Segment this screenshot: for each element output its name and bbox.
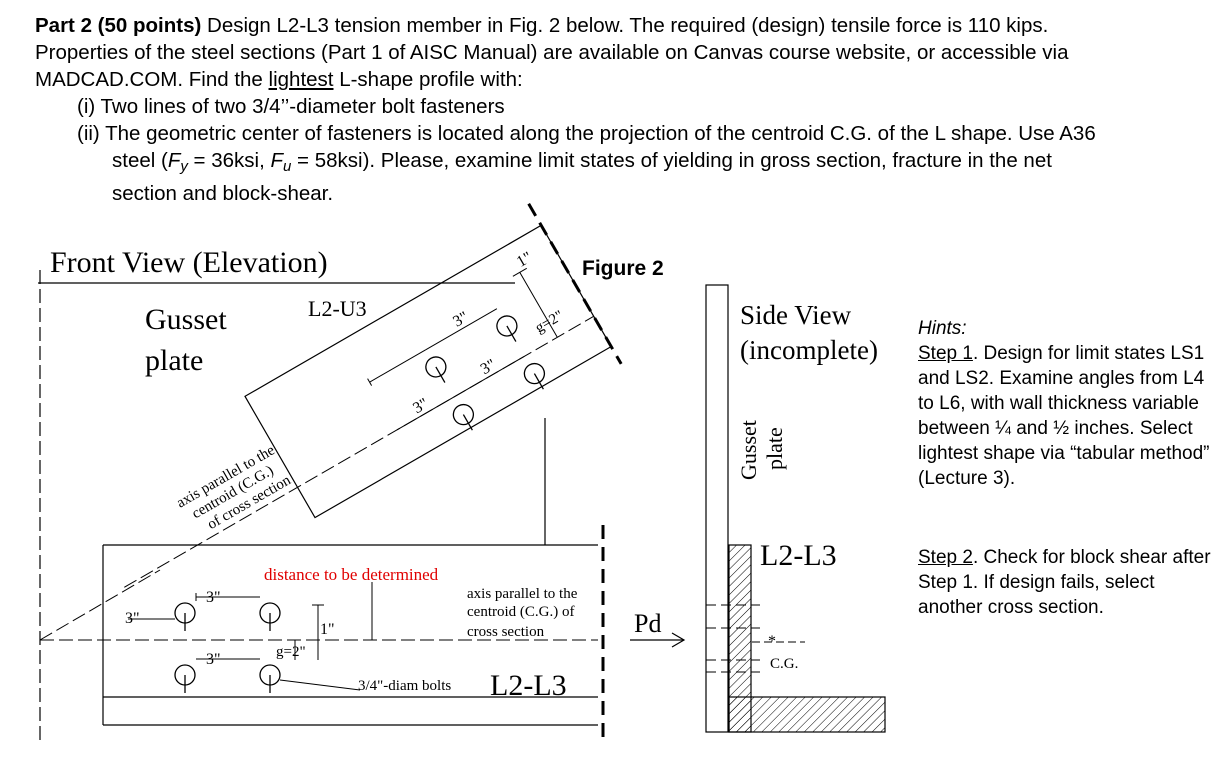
lower-axis-label-3: cross section [467,624,545,640]
lower-bolts [174,602,281,693]
bolts-label: 3/4"-diam bolts [358,678,451,694]
lower-dim-3in-bottom: 3" [206,651,221,668]
requirement-item-1: (i) Two lines of two 3/4’’-diameter bolt… [77,95,505,118]
requirement-item-2: (ii) The geometric center of fasteners i… [77,122,1096,205]
lower-member-l2-l3 [39,525,605,745]
front-view-frame [38,270,515,740]
lower-dim-3in-left: 3" [125,610,140,627]
force-arrow [630,632,686,648]
part-label: Part 2 (50 points) [35,14,202,37]
svg-text:plate: plate [762,427,787,470]
upper-dim-3in-mid: 3" [478,356,499,378]
upper-dim-1in: 1" [514,249,535,271]
side-member-label: L2-L3 [760,539,837,572]
distance-label: distance to be determined [264,565,439,584]
upper-dim-3in-top: 3" [450,309,471,331]
problem-intro-tail: L-shape profile with: [339,68,523,91]
lower-dimensions [128,582,373,691]
gusset-label-1: Gusset [145,303,227,336]
problem-paragraph: Part 2 (50 points) Design L2-L3 tension … [35,12,1115,93]
side-view [705,284,886,733]
force-label: Pd [634,609,661,638]
side-gusset-label: Gusset plate [736,420,787,480]
lower-dim-3in-top: 3" [206,589,221,606]
member-label: L2-L3 [490,669,567,702]
upper-dim-g2: g=2" [533,308,567,337]
upper-axis-label: axis parallel to the centroid (C.G.) of … [174,442,294,533]
lightest-word: lightest [268,68,334,91]
upper-dim-3in-left: 3" [410,395,431,417]
upper-member-label: L2-U3 [308,296,367,321]
side-view-title-1: Side View [740,300,852,330]
svg-text:Gusset: Gusset [736,420,761,480]
cg-star: * [768,633,776,650]
lower-axis-label-1: axis parallel to the [467,586,578,602]
figure-title: Figure 2 [582,257,664,280]
problem-intro: Design L2-L3 tension member in Fig. 2 be… [35,14,1069,91]
side-view-title-2: (incomplete) [740,335,878,365]
cg-label: C.G. [770,656,798,672]
hint-step-1: Step 1. Design for limit states LS1 and … [918,343,1210,489]
gusset-label-2: plate [145,344,203,377]
lower-dim-1in: 1" [320,621,335,638]
lower-dim-g2: g=2" [276,644,306,660]
hints-heading: Hints: [918,318,967,339]
hint-step-2: Step 2. Check for block shear after Step… [918,547,1211,618]
lower-axis-label-2: centroid (C.G.) of [467,604,574,620]
front-view-title: Front View (Elevation) [50,246,328,279]
problem-statement: Part 2 (50 points) Design L2-L3 tension … [35,12,1115,207]
hints-panel: Hints: Step 1. Design for limit states L… [918,316,1218,620]
